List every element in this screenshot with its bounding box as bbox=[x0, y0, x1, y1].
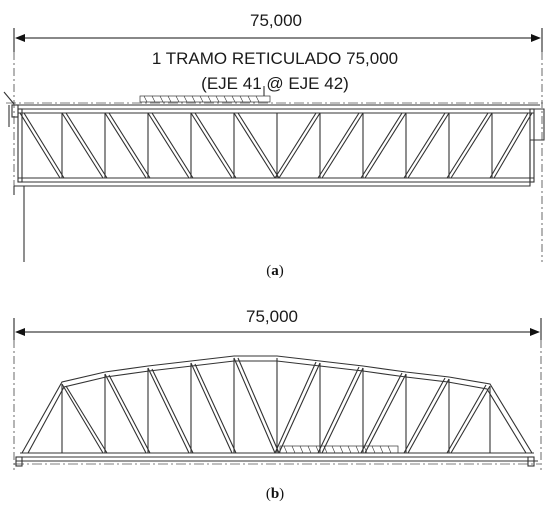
panel-b-dimension-label: 75,000 bbox=[246, 307, 298, 326]
panel-a-dimension bbox=[13, 28, 543, 52]
panel-a-axis-lines bbox=[13, 52, 543, 262]
panel-a-title-line2: (EJE 41 @ EJE 42) bbox=[201, 74, 349, 93]
panel-a-caption: (a) bbox=[266, 263, 284, 279]
panel-a-dimension-label: 75,000 bbox=[250, 11, 302, 30]
panel-b-caption: (b) bbox=[266, 486, 284, 502]
panel-a: 75,000 1 TRAMO RETICULADO 75,000 (EJE 41… bbox=[3, 11, 545, 262]
panel-a-truss bbox=[3, 86, 545, 262]
panel-b: 75,000 bbox=[13, 307, 542, 470]
panel-a-title-line1: 1 TRAMO RETICULADO 75,000 bbox=[152, 49, 398, 68]
panel-b-truss bbox=[14, 355, 540, 467]
panel-b-dimension bbox=[13, 318, 542, 340]
panel-b-axis-lines bbox=[13, 340, 542, 470]
